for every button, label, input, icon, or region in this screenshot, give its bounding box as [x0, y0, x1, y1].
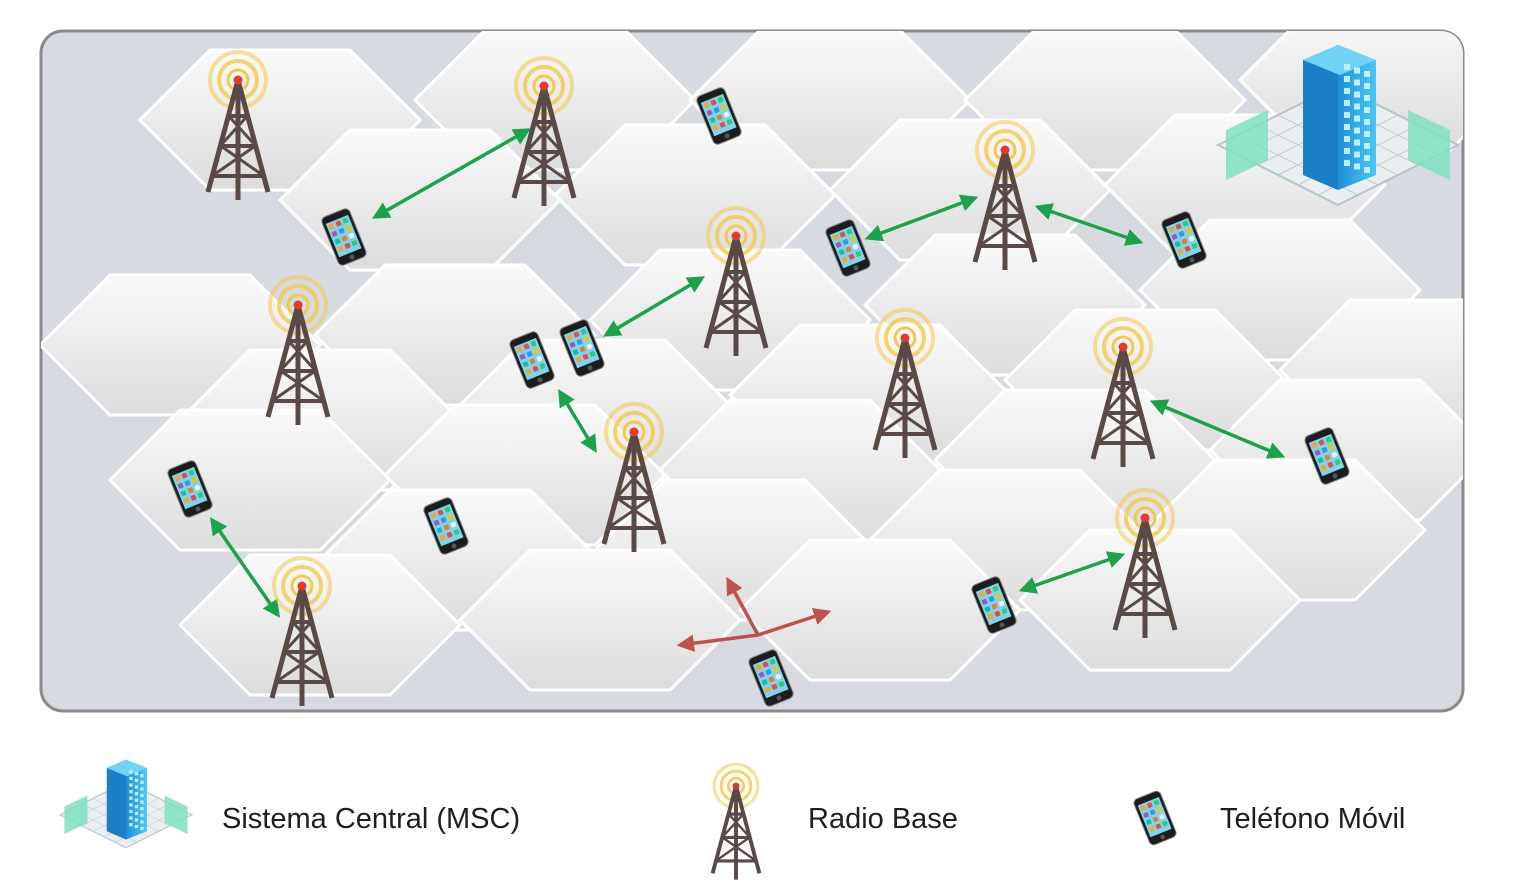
radio-tower-icon — [1090, 317, 1156, 467]
legend: Sistema Central (MSC) Radio Base Teléfon… — [58, 759, 1405, 880]
radio-tower-icon — [710, 762, 762, 880]
building-icon — [58, 759, 194, 849]
connection-arrow — [1149, 399, 1286, 459]
mobile-phone-icon — [509, 331, 555, 389]
cell-hexagon — [737, 538, 1023, 682]
radio-tower-icon — [703, 206, 769, 356]
connection-arrow — [558, 389, 597, 453]
mobile-phones — [167, 87, 1350, 707]
building-icon — [1215, 45, 1461, 207]
mobile-phone-icon — [748, 649, 794, 707]
mobile-phone-icon — [423, 497, 469, 555]
radio-tower-icon — [205, 50, 271, 200]
radio-tower-icon — [601, 402, 667, 552]
legend-label-msc: Sistema Central (MSC) — [222, 803, 520, 835]
connection-arrow — [676, 633, 759, 652]
radio-tower-icon — [1112, 488, 1178, 638]
building-icon — [58, 759, 194, 849]
mobile-phone-icon — [559, 319, 605, 377]
mobile-phone-icon — [825, 219, 871, 277]
connection-arrow — [602, 276, 706, 337]
connection-arrow — [726, 576, 760, 636]
radio-tower-icon — [265, 275, 331, 425]
mobile-phone-icon — [321, 208, 367, 266]
base-stations — [205, 50, 1178, 706]
mobile-phone-icon — [167, 460, 213, 518]
radio-tower-icon — [972, 120, 1038, 270]
connection-arrow — [1034, 203, 1144, 246]
mobile-phone-icon — [1304, 427, 1350, 485]
radio-tower-icon — [511, 56, 577, 206]
legend-label-phone: Teléfono Móvil — [1220, 803, 1405, 835]
mobile-phone-icon — [1161, 211, 1207, 269]
mobile-phone-icon — [1133, 790, 1177, 846]
connection-arrow — [757, 608, 832, 637]
cell-hexagon — [457, 548, 743, 692]
connection-arrow — [210, 517, 280, 618]
connection-arrows — [210, 128, 1286, 652]
mobile-phone-icon — [696, 87, 742, 145]
radio-tower-icon — [872, 308, 938, 458]
mobile-phone-icon — [971, 576, 1017, 634]
connection-arrow — [864, 194, 979, 242]
radio-tower-icon — [269, 556, 335, 706]
msc-building — [1215, 45, 1461, 207]
mobile-phone-icon — [1133, 790, 1177, 846]
connection-arrow — [1018, 551, 1126, 594]
legend-label-base: Radio Base — [808, 803, 958, 835]
connection-arrow — [371, 128, 532, 219]
radio-tower-icon — [710, 762, 762, 880]
